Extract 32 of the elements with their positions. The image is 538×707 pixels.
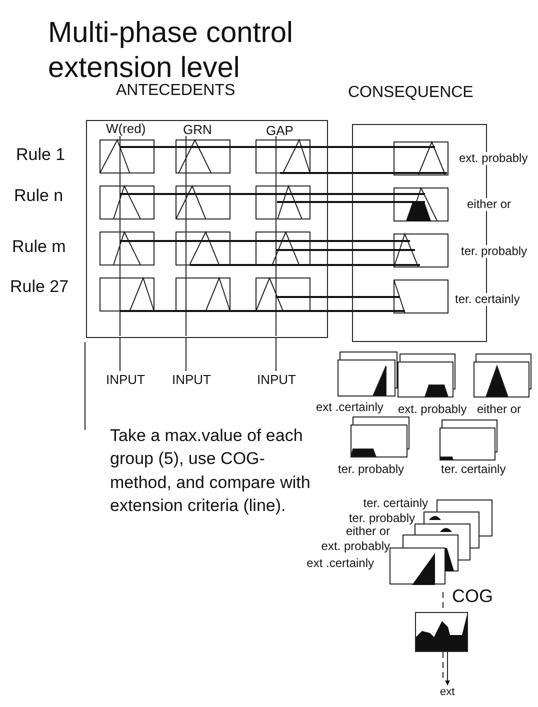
set-label: ext .certainly xyxy=(306,557,374,570)
result-plot xyxy=(415,612,468,652)
set-label: either or xyxy=(477,403,522,416)
set-label: ext. probably xyxy=(321,540,390,554)
input-label: INPUT xyxy=(106,372,145,387)
diagram-title: Multi-phase control extension level xyxy=(48,16,294,84)
set-label: either or xyxy=(346,525,390,538)
arrow xyxy=(445,652,450,686)
column-label: GAP xyxy=(266,124,294,138)
rule-label: Rule n xyxy=(14,187,64,206)
input-label: INPUT xyxy=(172,372,211,387)
set-label: ext. probably xyxy=(398,403,467,416)
set-label: ter. probably xyxy=(461,245,528,258)
set-label: ter. certainly xyxy=(441,463,506,476)
method-label: COG xyxy=(452,587,494,607)
set-label: ter. probably xyxy=(348,512,415,526)
set-label: ext .certainly xyxy=(316,401,384,414)
set-label: either or xyxy=(467,198,512,212)
input-label: INPUT xyxy=(257,372,296,387)
description-text: Take a max.value of each group (5), use COG-method, and compare with extension criteria (line). xyxy=(110,425,312,518)
set-label: ter. certainly xyxy=(363,497,428,510)
set-label: ext. probably xyxy=(459,152,528,166)
output-label: ext xyxy=(440,686,455,698)
set-label: ter. certainly xyxy=(455,293,520,306)
column-label: GRN xyxy=(183,123,212,138)
rule-label: Rule 1 xyxy=(16,146,66,165)
rule-label: Rule 27 xyxy=(10,278,69,297)
rule-label: Rule m xyxy=(12,238,66,257)
set-label: ter. probably xyxy=(338,463,404,476)
panel-heading: CONSEQUENCE xyxy=(348,84,474,102)
column-label: W(red) xyxy=(106,122,146,136)
panel-heading: ANTECEDENTS xyxy=(116,82,236,100)
